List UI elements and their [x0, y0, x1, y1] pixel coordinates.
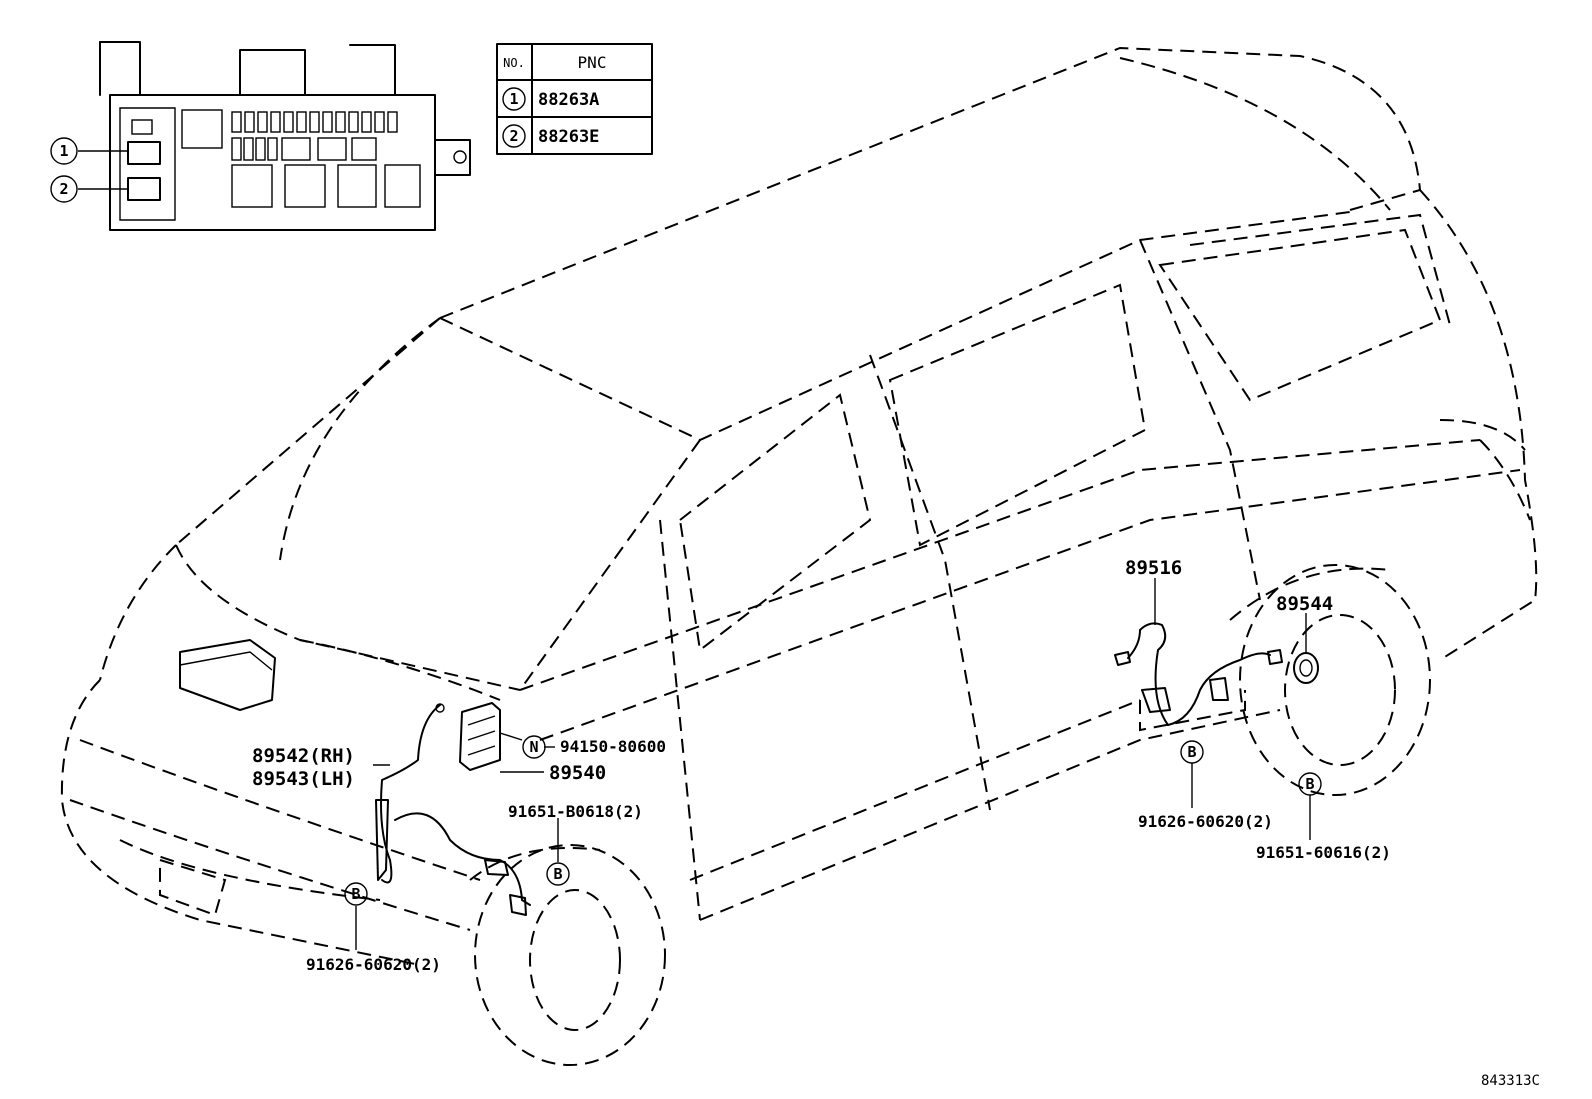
fuse-slot [361, 111, 372, 133]
fuse-slot [374, 111, 385, 133]
vehicle-outline [60, 46, 1538, 1066]
badge-n-label: N [529, 738, 538, 756]
part-label-89542: 89542(RH) [252, 745, 355, 767]
table-header-pnc: PNC [578, 53, 607, 72]
part-label-91626-rear: 91626-60620(2) [1138, 812, 1273, 831]
fuse-slot [267, 137, 278, 161]
fuse-slot [244, 111, 255, 133]
part-label-89540: 89540 [549, 762, 606, 784]
part-label-89516: 89516 [1125, 557, 1182, 579]
badges: N B B B B [344, 735, 1322, 906]
badge-b-front-left [344, 882, 368, 906]
part-label-91626-front: 91626-60620(2) [306, 955, 441, 974]
ecu-89540 [459, 702, 501, 771]
fuse-slot [296, 111, 307, 133]
badge-n-circle [522, 735, 546, 759]
badge-b-rear-left [1180, 740, 1204, 764]
part-label-91651-rear: 91651-60616(2) [1256, 843, 1391, 862]
part-labels: 89542(RH) 89543(LH) 94150-80600 89540 91… [252, 557, 1391, 974]
callout-label-2: 2 [59, 180, 68, 198]
callout-circle-2 [50, 175, 78, 203]
rear-components [1114, 622, 1319, 732]
sensor-ring-89544 [1293, 652, 1319, 684]
badge-b-front-right [546, 862, 570, 886]
badge-b-rear-right [1298, 772, 1322, 796]
leader-lines [355, 578, 1311, 950]
table-row-1-no: 1 [509, 90, 518, 108]
callout-label-1: 1 [59, 142, 68, 160]
relay-1 [127, 141, 161, 165]
badge-b-label: B [1187, 743, 1196, 761]
relay-2 [127, 177, 161, 201]
part-label-89544: 89544 [1276, 593, 1333, 615]
callout-circle-1 [50, 137, 78, 165]
fuse-slot [257, 111, 268, 133]
fuse-slot [270, 111, 281, 133]
badge-b-label: B [351, 885, 360, 903]
fuse-slot [231, 137, 242, 161]
fuse-slot [309, 111, 320, 133]
table-row-1-pnc: 88263A [538, 90, 599, 110]
relay-block: 1 2 [50, 41, 471, 231]
fuse-slot [231, 111, 242, 133]
fuse-slot [283, 111, 294, 133]
pnc-table: NO. PNC 1 88263A 2 88263E [496, 43, 653, 155]
part-label-89543: 89543(LH) [252, 768, 355, 790]
fuse-slot [335, 111, 346, 133]
table-header-no: NO. [503, 56, 525, 70]
table-row-2-pnc: 88263E [538, 127, 599, 147]
reference-code: 843313C [1481, 1073, 1540, 1089]
fuse-slot [348, 111, 359, 133]
badge-b-label: B [1305, 775, 1314, 793]
badge-b-label: B [553, 865, 562, 883]
table-row-2-no: 2 [509, 127, 518, 145]
front-components [179, 639, 531, 916]
fuse-slot [243, 137, 254, 161]
fuse-slot [255, 137, 266, 161]
part-label-91651-front: 91651-B0618(2) [508, 802, 643, 821]
fuse-slot [387, 111, 398, 133]
fuse-slot [322, 111, 333, 133]
part-label-94150: 94150-80600 [560, 737, 666, 756]
